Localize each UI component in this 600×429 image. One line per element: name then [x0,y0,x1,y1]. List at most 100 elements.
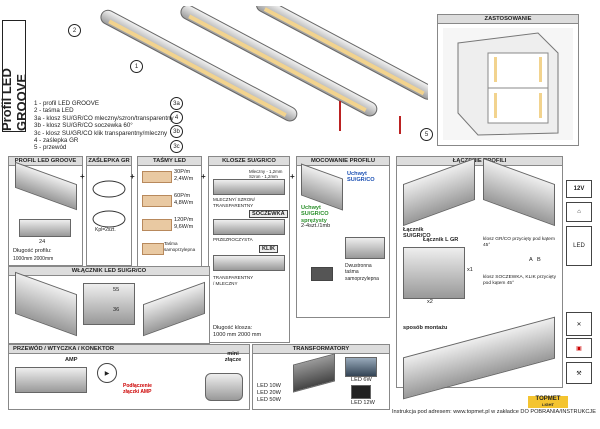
klosz-transp2: TRANSPARENTNY / MLECZNY [213,275,254,287]
callout-3b: 3b [170,125,183,138]
legend-item: 4 - zaślepka GR [34,137,79,145]
transformer-image [293,353,335,393]
footer-text: Instrukcja pod adresem: www.topmet.pl w … [392,409,596,415]
klosz-klik: KLIK [259,245,279,254]
profil-length-values: 1000mm 2000mm [13,256,54,262]
przewod-title: PRZEWÓD / WTYCZKA / KONEKTOR [9,345,249,354]
profile-illustration [78,0,436,136]
profile-section [19,219,71,237]
profil-length-label: Długość profilu: [13,248,52,254]
plus-sign: + [290,172,295,181]
strip-count: 120P/m [174,217,194,223]
laczenie-title: ŁĄCZENIE PROFILI [397,157,562,166]
page-title: Profil LED GROOVE [0,20,29,132]
klosz-transp: MLECZNY/ SZRON/ TRANSPARENTNY [213,197,255,209]
callout-1: 1 [130,60,143,73]
legend: 1 - profil LED GROOVE 2 - taśma LED 3a -… [34,100,174,152]
laczenie-image-2 [483,157,555,227]
plus-sign: + [201,172,206,181]
laczenie-image-1 [403,157,475,227]
klosz-szron: Szron - 1,2mm [249,174,278,179]
legend-item: 1 - profil LED GROOVE [34,100,99,107]
transformer-item: LED 20W [257,390,281,396]
transformer-item: LED 10W [257,383,281,389]
strip-power: 9,6W/m [174,224,194,230]
brand-logo: TOPMET LIGHT [528,396,568,408]
mocowanie-title: MOCOWANIE PROFILU [297,157,389,166]
profile-image [15,161,77,211]
zaslepka-drawing [92,180,126,228]
mocowanie-note: Dwustronna taśma samoprzylepna [345,263,379,282]
plus-sign: + [130,172,135,181]
x2-label: x2 [427,299,433,305]
klosz-image-3 [213,255,285,271]
label-a: A [529,257,533,263]
klosz-image-1 [213,179,285,195]
profile-2 [180,4,378,117]
klosz-image-2 [213,219,285,235]
przewod-panel: PRZEWÓD / WTYCZKA / KONEKTOR AMP ▶ Podłą… [8,344,250,410]
led-strip-30 [142,171,172,183]
led12-label: LED 12W [351,400,375,406]
strip-count: 30P/m [174,169,191,175]
transformatory-panel: TRANSFORMATORY LED 10W LED 20W LED 50W L… [252,344,390,410]
recycle-bin-icon: ✕ [566,312,592,336]
led-strip-60 [142,195,172,207]
klosz-soczewka: SOCZEWKA [249,210,288,219]
amp-label: AMP [65,357,78,363]
wlacznik-dim2: 36 [113,307,120,313]
uchwyt-spec: 2-4szt./1mb [301,223,331,229]
callout-5: 5 [420,128,433,141]
klosz-socz-note: klosz SOCZEWKA, KLIK przycięty pod kątem… [483,275,557,287]
mocowanie-image [301,163,343,211]
info-icon: ▣ [566,338,592,358]
tools-icon: ⚒ [566,362,592,384]
led6-label: LED 6W [351,377,372,383]
callout-3c: 3c [170,140,183,153]
profil-dim: 24 [39,239,46,245]
tasmy-title: TAŚMY LED [138,157,201,166]
uchwyt-2: Uchwyt SU/GR/CO sprężysty [301,205,329,224]
klosz-gr-note: klosz GR/CO przycięty pod kątem 45° [483,237,555,249]
laczenie-panel: ŁĄCZENIE PROFILI Łącznik SU/GR/CO Łączni… [396,156,563,400]
legend-item: 3c - klosz SU/GR/CO klik transparentny/m… [34,129,168,137]
led12-image [351,385,371,399]
legend-item: 5 - przewód [34,144,67,152]
voltage-icon: 12V [566,180,592,198]
wlacznik-panel: WŁĄCZNIK LED SU/GR/CO 55 36 [8,266,210,344]
callout-4: 4 [170,111,183,124]
klosz-length-label: Długość klosza: [213,325,253,331]
led-icon-label: LED [573,243,585,249]
klosz-length-values: 1000 mm 2000 mm [213,332,262,338]
mini-label: mini złącze [224,351,242,364]
profil-title: PROFIL LED GROOVE [9,157,82,166]
zaslepka-panel: ZAŚLEPKA GR Kpl=2szt. [86,156,132,266]
wlacznik-image-3 [143,281,205,337]
label-b: B [537,257,541,263]
legend-item: 2 - taśma LED [34,107,74,115]
profil-panel: PROFIL LED GROOVE 24 Długość profilu: 10… [8,156,83,266]
wlacznik-image-2 [83,283,135,325]
profile-drawing [100,0,436,134]
transformer-item: LED 50W [257,397,281,403]
legend-item: 3b - klosz SU/GR/CO soczewka 60° [34,122,133,130]
podlaczenie-label: Podłączenie złączki AMP [123,383,152,396]
zastosowanie-panel: ZASTOSOWANIE [437,14,579,146]
profile-1 [100,9,298,122]
led-strip-120 [142,219,172,231]
wlacznik-title: WŁĄCZNIK LED SU/GR/CO [9,267,209,276]
callout-2: 2 [68,24,81,37]
mini-connector [205,373,243,401]
klosze-title: KLOSZE SU/GR/CO [209,157,289,166]
laczenie-l-image [403,247,465,299]
strip-note: Taśma samoprzylepna [164,241,196,253]
lacznik-l-label: Łącznik L GR [423,237,459,243]
klosz-mleczny: Mleczny - 1,2mm [249,169,283,174]
mocowanie-image-2 [345,237,385,259]
brand-name: TOPMET [535,396,561,402]
mocowanie-panel: MOCOWANIE PROFILU Uchwyt SU/GR/CO Uchwyt… [296,156,390,318]
lacznik-label: Łącznik SU/GR/CO [403,227,431,240]
transformatory-title: TRANSFORMATORY [253,345,389,354]
zaslepka-title: ZAŚLEPKA GR [87,157,131,166]
led-strip-roll [142,243,164,255]
